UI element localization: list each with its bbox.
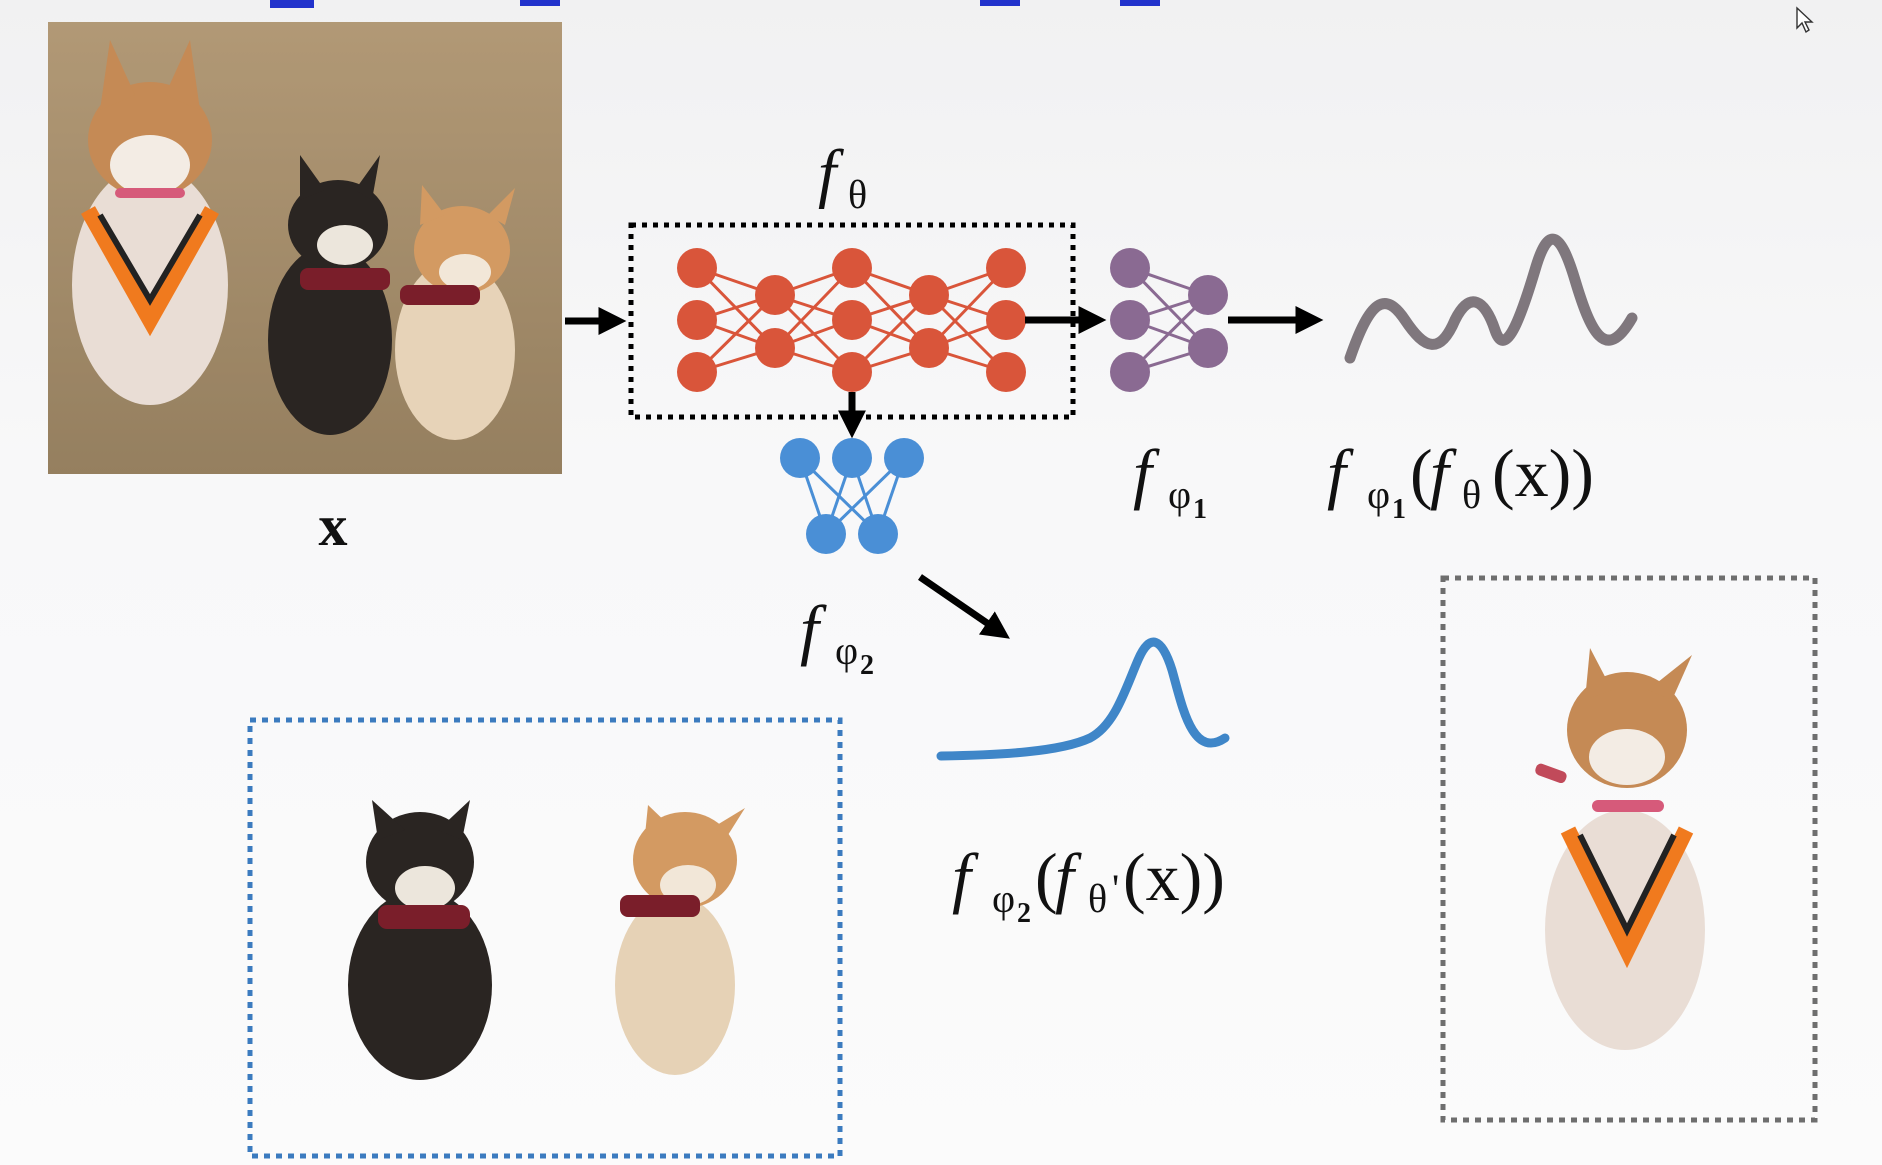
head1-label: f φ 1: [1133, 435, 1207, 525]
svg-text:f: f: [818, 137, 844, 210]
head1-output-box: [1440, 575, 1818, 1123]
network-node: [884, 438, 924, 478]
output1-label: f φ 1 ( f θ (x)): [1327, 435, 1594, 525]
head1-network: [1110, 248, 1228, 392]
svg-text:': ': [1112, 866, 1119, 911]
svg-text:θ: θ: [1088, 876, 1107, 921]
cropped-title: [270, 0, 1160, 8]
output2-label: f φ 2 ( f θ ' (x)): [952, 839, 1225, 929]
network-node: [986, 352, 1026, 392]
svg-text:f: f: [952, 839, 979, 915]
svg-text:2: 2: [860, 650, 874, 681]
svg-text:φ: φ: [992, 876, 1015, 921]
network-node: [755, 328, 795, 368]
svg-text:f: f: [1430, 435, 1457, 511]
network-node: [677, 352, 717, 392]
svg-text:(: (: [1410, 435, 1433, 511]
dog-photo: [48, 22, 562, 474]
head2-label: f φ 2: [800, 591, 874, 681]
network-node: [677, 248, 717, 288]
svg-text:f: f: [800, 591, 827, 667]
svg-text:φ: φ: [1168, 472, 1191, 517]
svg-text:θ: θ: [1462, 472, 1481, 517]
head2-network: [780, 438, 924, 554]
svg-text:(x)): (x)): [1123, 839, 1225, 915]
network-node: [832, 300, 872, 340]
network-node: [806, 514, 846, 554]
network-node: [832, 248, 872, 288]
network-node: [677, 300, 717, 340]
mouse-cursor-icon: [1796, 6, 1814, 34]
svg-text:2: 2: [1017, 898, 1031, 929]
network-node: [1110, 248, 1150, 288]
network-node: [986, 248, 1026, 288]
backbone-network: [677, 248, 1026, 392]
svg-text:(: (: [1035, 839, 1058, 915]
svg-text:f: f: [1327, 435, 1354, 511]
backbone-label: f θ: [818, 137, 867, 217]
network-node: [755, 275, 795, 315]
input-label: x: [319, 493, 348, 558]
network-node: [909, 328, 949, 368]
backbone-box: [628, 222, 1076, 420]
svg-text:θ: θ: [848, 172, 867, 217]
dog-cutout-pair: [348, 800, 745, 1080]
network-node: [1110, 300, 1150, 340]
network-node: [832, 352, 872, 392]
network-node: [909, 275, 949, 315]
network-node: [986, 300, 1026, 340]
network-node: [858, 514, 898, 554]
svg-text:(x)): (x)): [1492, 435, 1594, 511]
svg-text:1: 1: [1392, 494, 1406, 525]
network-node: [832, 438, 872, 478]
svg-text:φ: φ: [1367, 472, 1390, 517]
head2-output-box: [247, 717, 843, 1159]
output2-curve: [936, 637, 1230, 761]
network-node: [1110, 352, 1150, 392]
network-node: [1188, 328, 1228, 368]
network-node: [780, 438, 820, 478]
svg-text:1: 1: [1193, 494, 1207, 525]
network-node: [1188, 275, 1228, 315]
svg-text:φ: φ: [835, 628, 858, 673]
arrow-head2-to-output2: [918, 574, 1010, 639]
output1-curve: [1344, 233, 1638, 364]
svg-text:f: f: [1133, 435, 1160, 511]
dog-cutout-single: [1535, 648, 1705, 1050]
svg-text:f: f: [1055, 839, 1082, 915]
